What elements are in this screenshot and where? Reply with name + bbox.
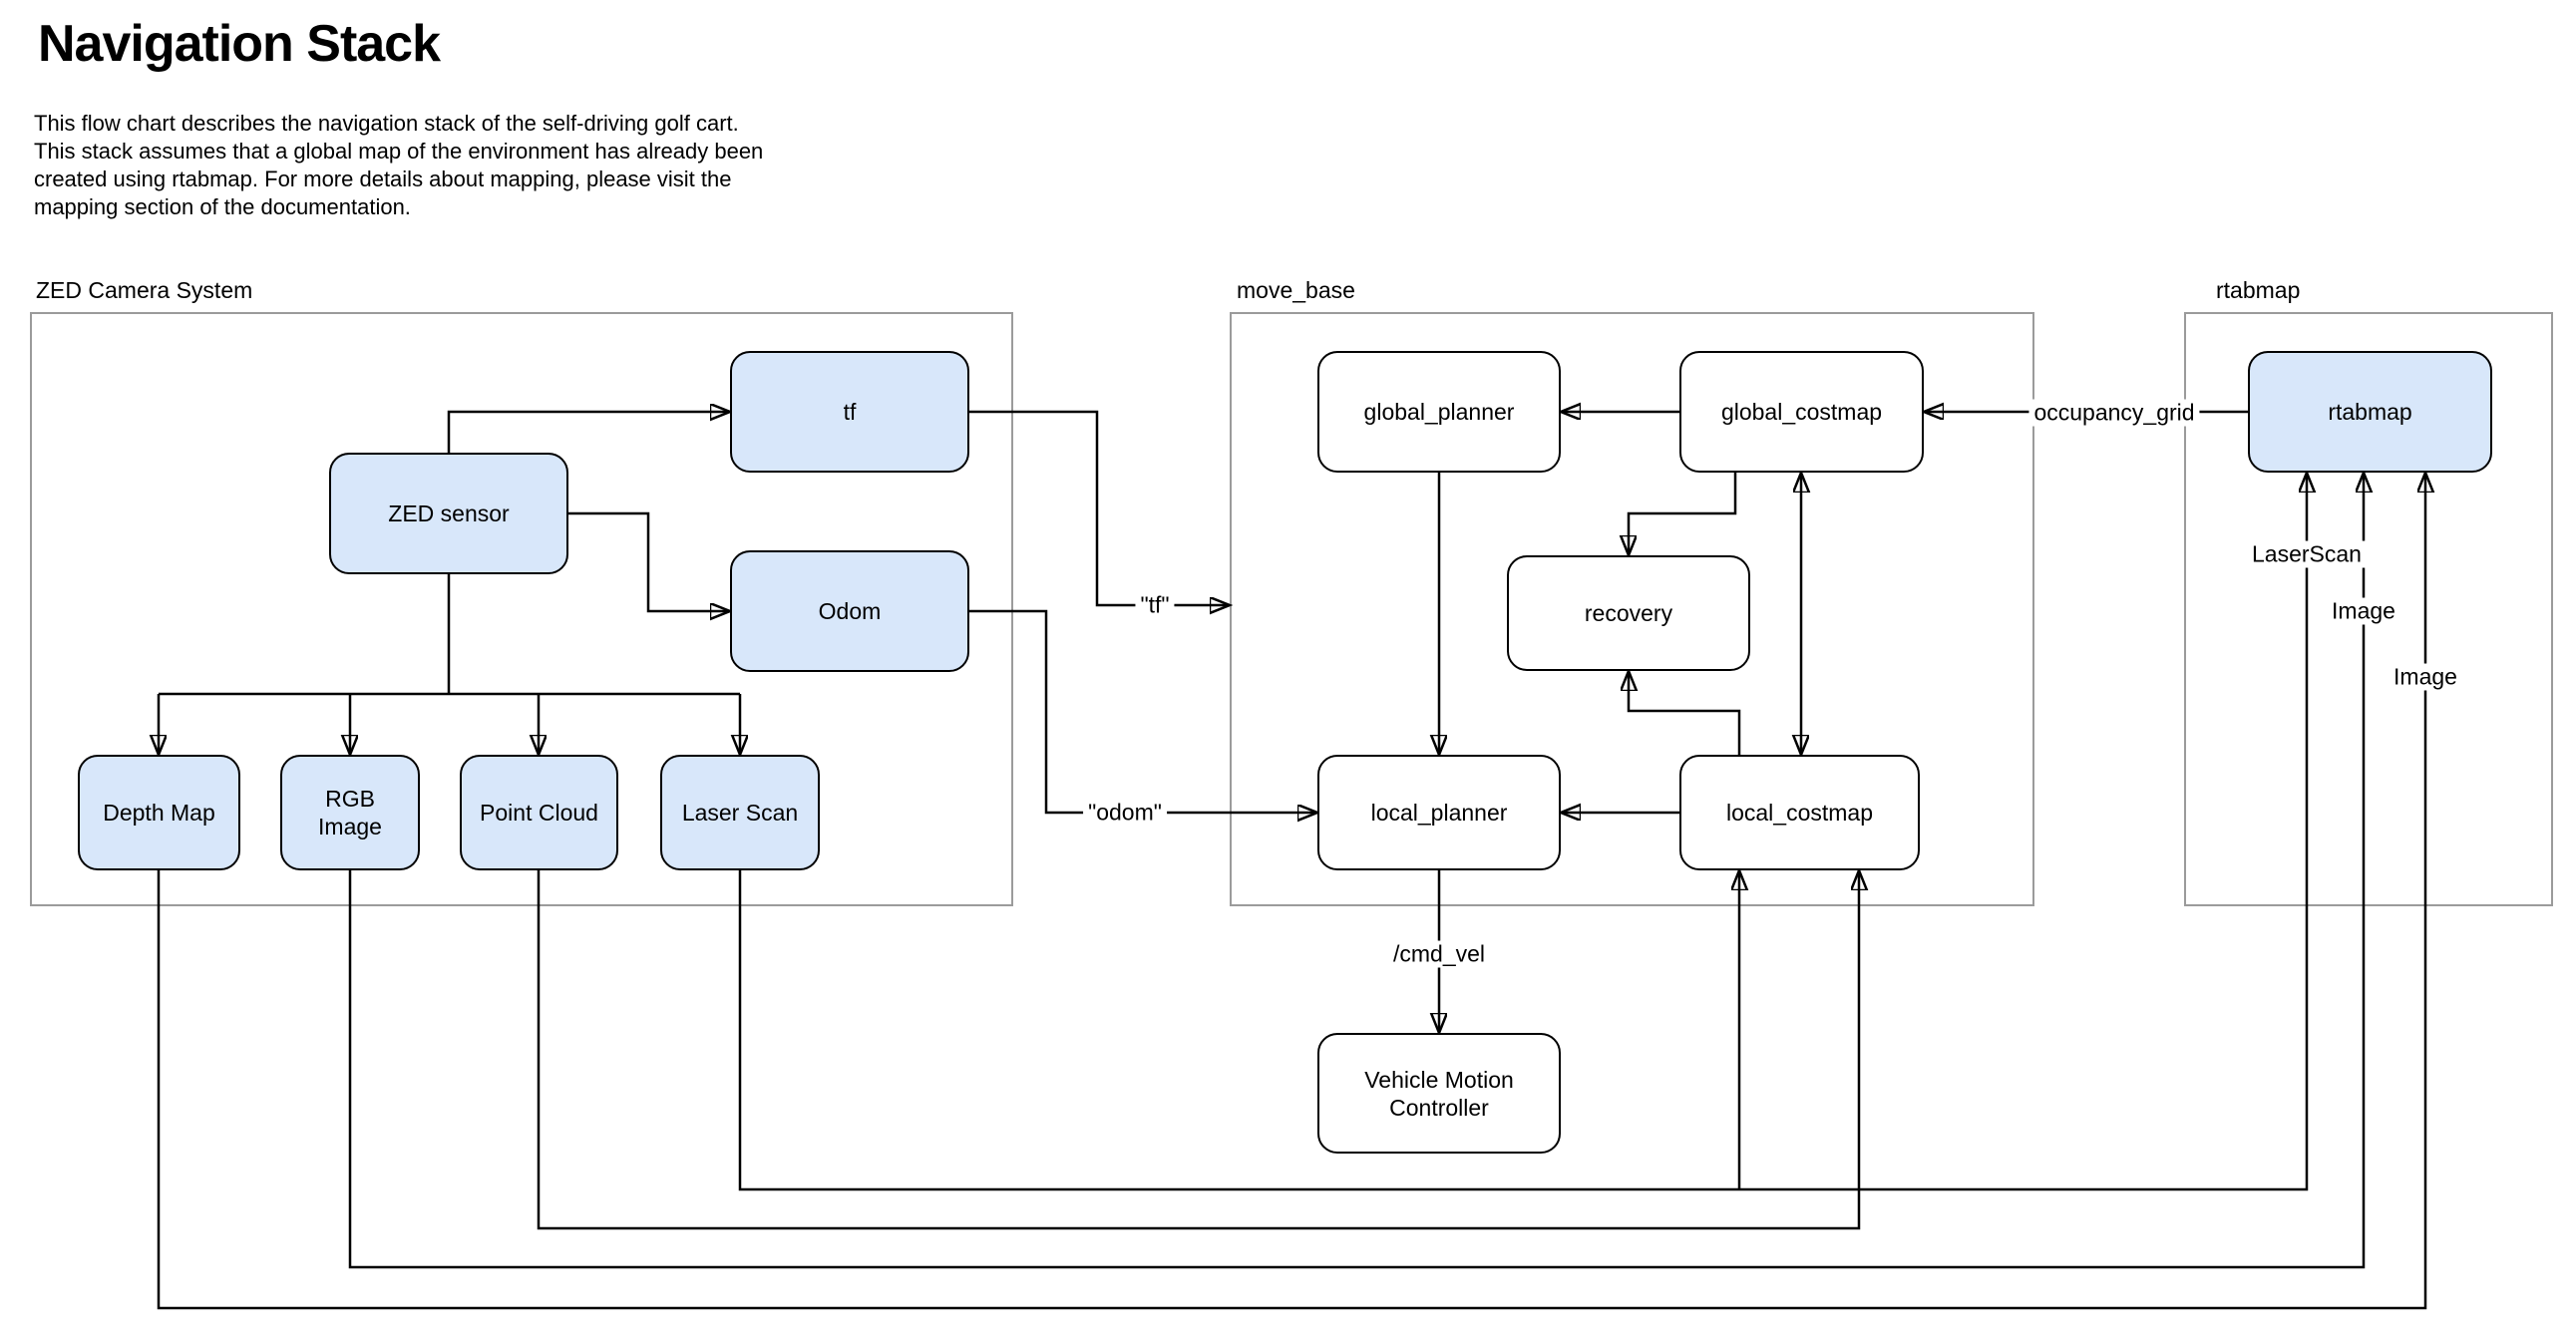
edge-local-costmap-to-recovery	[1629, 671, 1741, 755]
edge-label-laserscan: LaserScan	[2247, 540, 2367, 568]
node-zed-sensor: ZED sensor	[329, 453, 568, 574]
node-global-costmap: global_costmap	[1679, 351, 1924, 473]
group-label-zed-camera-system: ZED Camera System	[36, 277, 253, 303]
edge-label-image-depth: Image	[2389, 663, 2462, 691]
edge-laser-scan-to-rtabmap	[738, 473, 2307, 1191]
edge-depth-map-to-rtabmap	[157, 473, 2425, 1310]
edge-odom-to-local-planner	[969, 609, 1317, 813]
edge-zed-sensor-to-tf	[447, 412, 730, 453]
node-rtabmap: rtabmap	[2248, 351, 2492, 473]
edge-label-tf-topic: "tf"	[1135, 591, 1175, 619]
edge-global-costmap-to-recovery	[1629, 473, 1737, 555]
node-local-costmap: local_costmap	[1679, 755, 1920, 870]
group-rtabmap	[2184, 312, 2553, 906]
node-global-planner: global_planner	[1317, 351, 1561, 473]
node-vehicle-motion-controller: Vehicle Motion Controller	[1317, 1033, 1561, 1154]
page-title: Navigation Stack	[38, 15, 441, 73]
node-laser-scan: Laser Scan	[660, 755, 820, 870]
edge-tf-to-move-base	[969, 410, 1230, 605]
edge-rgb-image-to-rtabmap	[348, 473, 2364, 1269]
page-description: This flow chart describes the navigation…	[34, 111, 764, 219]
node-local-planner: local_planner	[1317, 755, 1561, 870]
edge-label-image-rgb: Image	[2327, 597, 2400, 625]
edge-zed-sensor-to-odom	[568, 511, 730, 611]
edge-label-occupancy-grid: occupancy_grid	[2028, 399, 2200, 427]
node-tf: tf	[730, 351, 969, 473]
group-zed-camera-system	[30, 312, 1013, 906]
node-depth-map: Depth Map	[78, 755, 240, 870]
node-point-cloud: Point Cloud	[460, 755, 618, 870]
group-label-move-base: move_base	[1237, 277, 1355, 303]
edge-label-cmd-vel: /cmd_vel	[1387, 940, 1491, 968]
node-rgb-image: RGB Image	[280, 755, 420, 870]
edge-zed-sensor-distribution-trunk	[159, 574, 740, 696]
edge-point-cloud-to-local-costmap	[537, 870, 1859, 1230]
edge-label-odom-topic: "odom"	[1083, 799, 1167, 827]
node-odom: Odom	[730, 550, 969, 672]
group-label-rtabmap: rtabmap	[2216, 277, 2301, 303]
node-recovery: recovery	[1507, 555, 1750, 671]
